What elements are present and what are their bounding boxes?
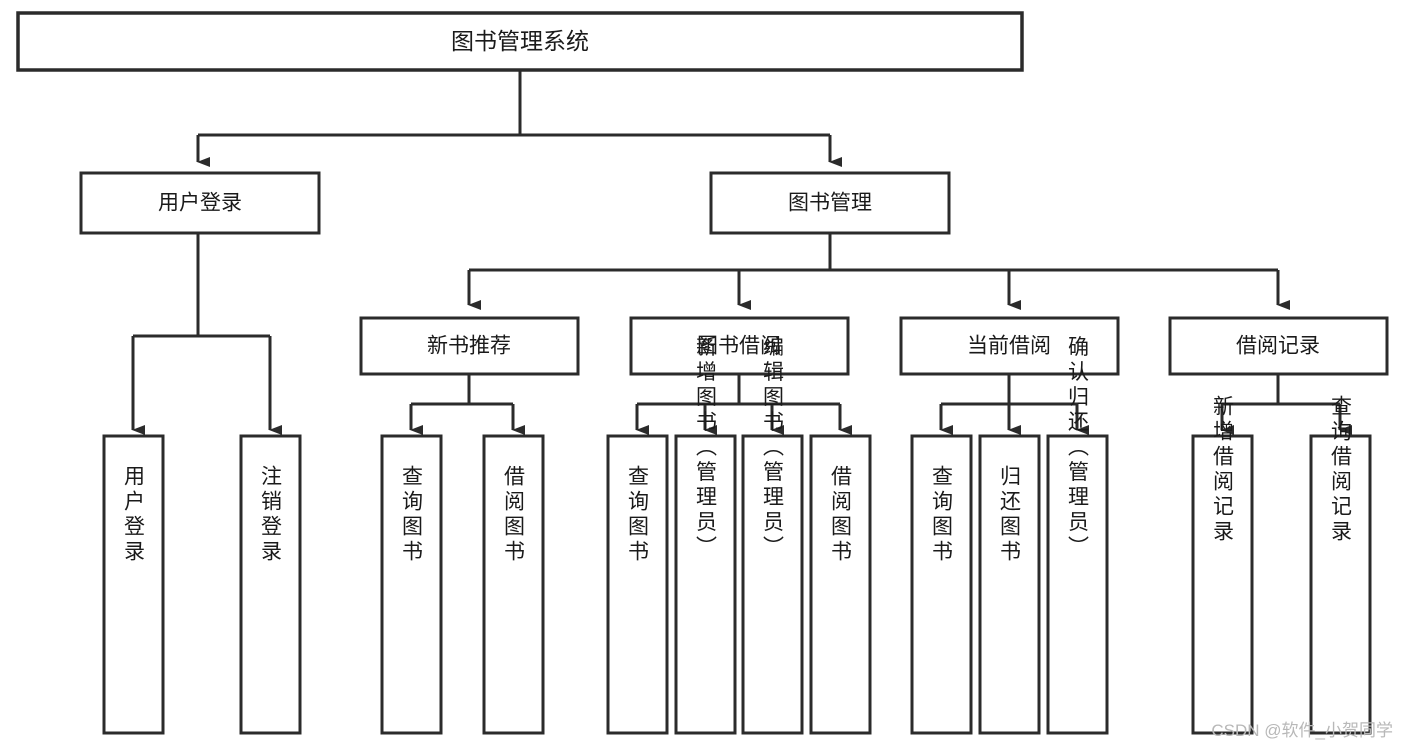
node-root-box[interactable] xyxy=(16,11,1024,72)
leaf-user-login-0-box[interactable] xyxy=(102,434,165,735)
leaf-new-book-recommend-1-box[interactable] xyxy=(482,434,545,735)
node-borrow-record-box[interactable] xyxy=(1168,316,1389,376)
node-root-label: 图书管理系统 xyxy=(451,28,589,54)
leaf-user-login-1-label: 注销登录 xyxy=(259,465,283,565)
leaf-current-borrow-2-label: 确认归还（管理员） xyxy=(1066,336,1090,561)
node-borrow-record[interactable]: 借阅记录 xyxy=(1168,316,1389,376)
node-book-borrow-label: 图书借阅 xyxy=(697,335,781,358)
leaf-book-borrow-1-label: 新增图书（管理员） xyxy=(694,336,718,561)
leaf-current-borrow-1[interactable]: 归还图书 xyxy=(978,434,1041,735)
node-book-borrow[interactable]: 图书借阅 xyxy=(629,316,850,376)
leaf-borrow-record-0[interactable]: 新增借阅记录 xyxy=(1191,395,1254,735)
node-book-management-box[interactable] xyxy=(709,171,951,235)
node-borrow-record-label: 借阅记录 xyxy=(1236,335,1320,358)
node-book-management[interactable]: 图书管理 xyxy=(709,171,951,235)
leaf-book-borrow-1[interactable]: 新增图书（管理员） xyxy=(674,336,737,735)
node-current-borrow[interactable]: 当前借阅 xyxy=(899,316,1120,376)
leaf-book-borrow-1-box[interactable] xyxy=(674,434,737,735)
leaf-book-borrow-2-box[interactable] xyxy=(741,434,804,735)
leaf-borrow-record-1-box[interactable] xyxy=(1309,434,1372,735)
node-book-borrow-box[interactable] xyxy=(629,316,850,376)
leaf-borrow-record-0-box[interactable] xyxy=(1191,434,1254,735)
leaf-book-borrow-3-label: 借阅图书 xyxy=(829,465,853,565)
leaf-current-borrow-0[interactable]: 查询图书 xyxy=(910,434,973,735)
node-new-book-recommend-box[interactable] xyxy=(359,316,580,376)
node-root-book-management-system[interactable]: 图书管理系统 xyxy=(16,11,1024,72)
leaf-user-login-1-box[interactable] xyxy=(239,434,302,735)
leaf-new-book-recommend-1-label: 借阅图书 xyxy=(502,465,526,565)
node-current-borrow-box[interactable] xyxy=(899,316,1120,376)
leaf-borrow-record-1-label: 查询借阅记录 xyxy=(1329,395,1353,545)
leaf-book-borrow-3[interactable]: 借阅图书 xyxy=(809,434,872,735)
node-current-borrow-label: 当前借阅 xyxy=(967,335,1051,358)
node-user-login-label: 用户登录 xyxy=(158,192,242,215)
leaf-new-book-recommend-0-box[interactable] xyxy=(380,434,443,735)
leaf-book-borrow-0-label: 查询图书 xyxy=(626,465,650,565)
leaf-book-borrow-3-box[interactable] xyxy=(809,434,872,735)
leaf-new-book-recommend-0-label: 查询图书 xyxy=(400,465,424,565)
leaf-current-borrow-2[interactable]: 确认归还（管理员） xyxy=(1046,336,1109,735)
leaf-current-borrow-0-box[interactable] xyxy=(910,434,973,735)
leaf-new-book-recommend-1[interactable]: 借阅图书 xyxy=(482,434,545,735)
leaf-book-borrow-0-box[interactable] xyxy=(606,434,669,735)
leaf-current-borrow-0-label: 查询图书 xyxy=(930,465,954,565)
node-book-management-label: 图书管理 xyxy=(788,192,872,215)
leaf-book-borrow-2[interactable]: 编辑图书（管理员） xyxy=(741,336,804,735)
leaf-user-login-1[interactable]: 注销登录 xyxy=(239,434,302,735)
node-new-book-recommend[interactable]: 新书推荐 xyxy=(359,316,580,376)
leaf-borrow-record-0-label: 新增借阅记录 xyxy=(1211,395,1235,545)
leaf-book-borrow-0[interactable]: 查询图书 xyxy=(606,434,669,735)
leaf-new-book-recommend-0[interactable]: 查询图书 xyxy=(380,434,443,735)
leaf-user-login-0[interactable]: 用户登录 xyxy=(102,434,165,735)
leaf-borrow-record-1[interactable]: 查询借阅记录 xyxy=(1309,395,1372,735)
leaf-user-login-0-label: 用户登录 xyxy=(122,465,146,565)
node-user-login[interactable]: 用户登录 xyxy=(79,171,321,235)
leaf-current-borrow-2-box[interactable] xyxy=(1046,434,1109,735)
connector-layer xyxy=(131,70,1352,435)
leaf-current-borrow-1-box[interactable] xyxy=(978,434,1041,735)
node-new-book-recommend-label: 新书推荐 xyxy=(427,335,511,358)
leaf-current-borrow-1-label: 归还图书 xyxy=(998,465,1022,565)
leaf-book-borrow-2-label: 编辑图书（管理员） xyxy=(761,336,785,561)
node-user-login-box[interactable] xyxy=(79,171,321,235)
